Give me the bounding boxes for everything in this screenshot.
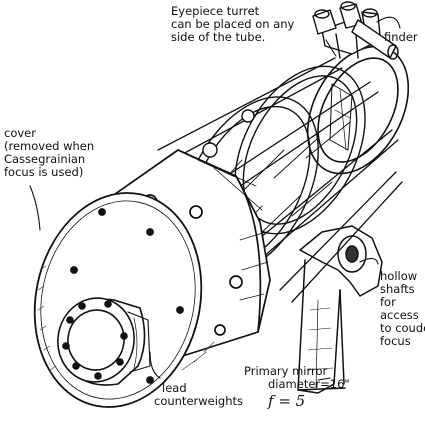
label-line: for bbox=[380, 295, 396, 309]
label-line: shafts bbox=[380, 282, 415, 296]
label-line: access bbox=[380, 308, 419, 322]
label-line: can be placed on any bbox=[171, 17, 295, 31]
label-line: hollow bbox=[380, 269, 418, 283]
label-line: lead bbox=[162, 381, 187, 395]
label-line: diameter=16" bbox=[268, 377, 350, 391]
label-lead-counterweights: lead counterweights bbox=[154, 382, 243, 408]
label-line: Cassegrainian bbox=[4, 152, 86, 166]
label-line: Eyepiece turret bbox=[171, 4, 260, 18]
label-line: Primary mirror bbox=[244, 364, 328, 378]
upper-end-ring bbox=[306, 45, 410, 175]
counterweight-hub bbox=[57, 297, 151, 386]
leader-lines bbox=[29, 16, 401, 381]
label-focal-ratio: f = 5 bbox=[268, 393, 305, 409]
finder-scope bbox=[351, 19, 399, 60]
label-hollow-shafts: hollow shafts for access to coudé focus bbox=[380, 270, 425, 348]
label-line: focus is used) bbox=[4, 165, 84, 179]
label-primary-mirror: Primary mirror diameter=16" bbox=[244, 365, 350, 391]
label-line: (removed when bbox=[4, 139, 95, 153]
shading-hatch bbox=[37, 265, 215, 371]
label-line: focus bbox=[380, 334, 411, 348]
label-line: cover bbox=[4, 126, 36, 140]
label-line: to coudé bbox=[380, 321, 425, 335]
label-line: finder bbox=[384, 30, 418, 44]
label-cover: cover (removed when Cassegrainian focus … bbox=[4, 127, 94, 179]
label-line: f = 5 bbox=[268, 392, 306, 410]
mount-support bbox=[297, 225, 383, 394]
label-line: side of the tube. bbox=[171, 30, 266, 44]
label-line: counterweights bbox=[154, 394, 244, 408]
label-finder: finder bbox=[384, 31, 418, 44]
label-eyepiece-turret: Eyepiece turret can be placed on any sid… bbox=[171, 5, 294, 44]
